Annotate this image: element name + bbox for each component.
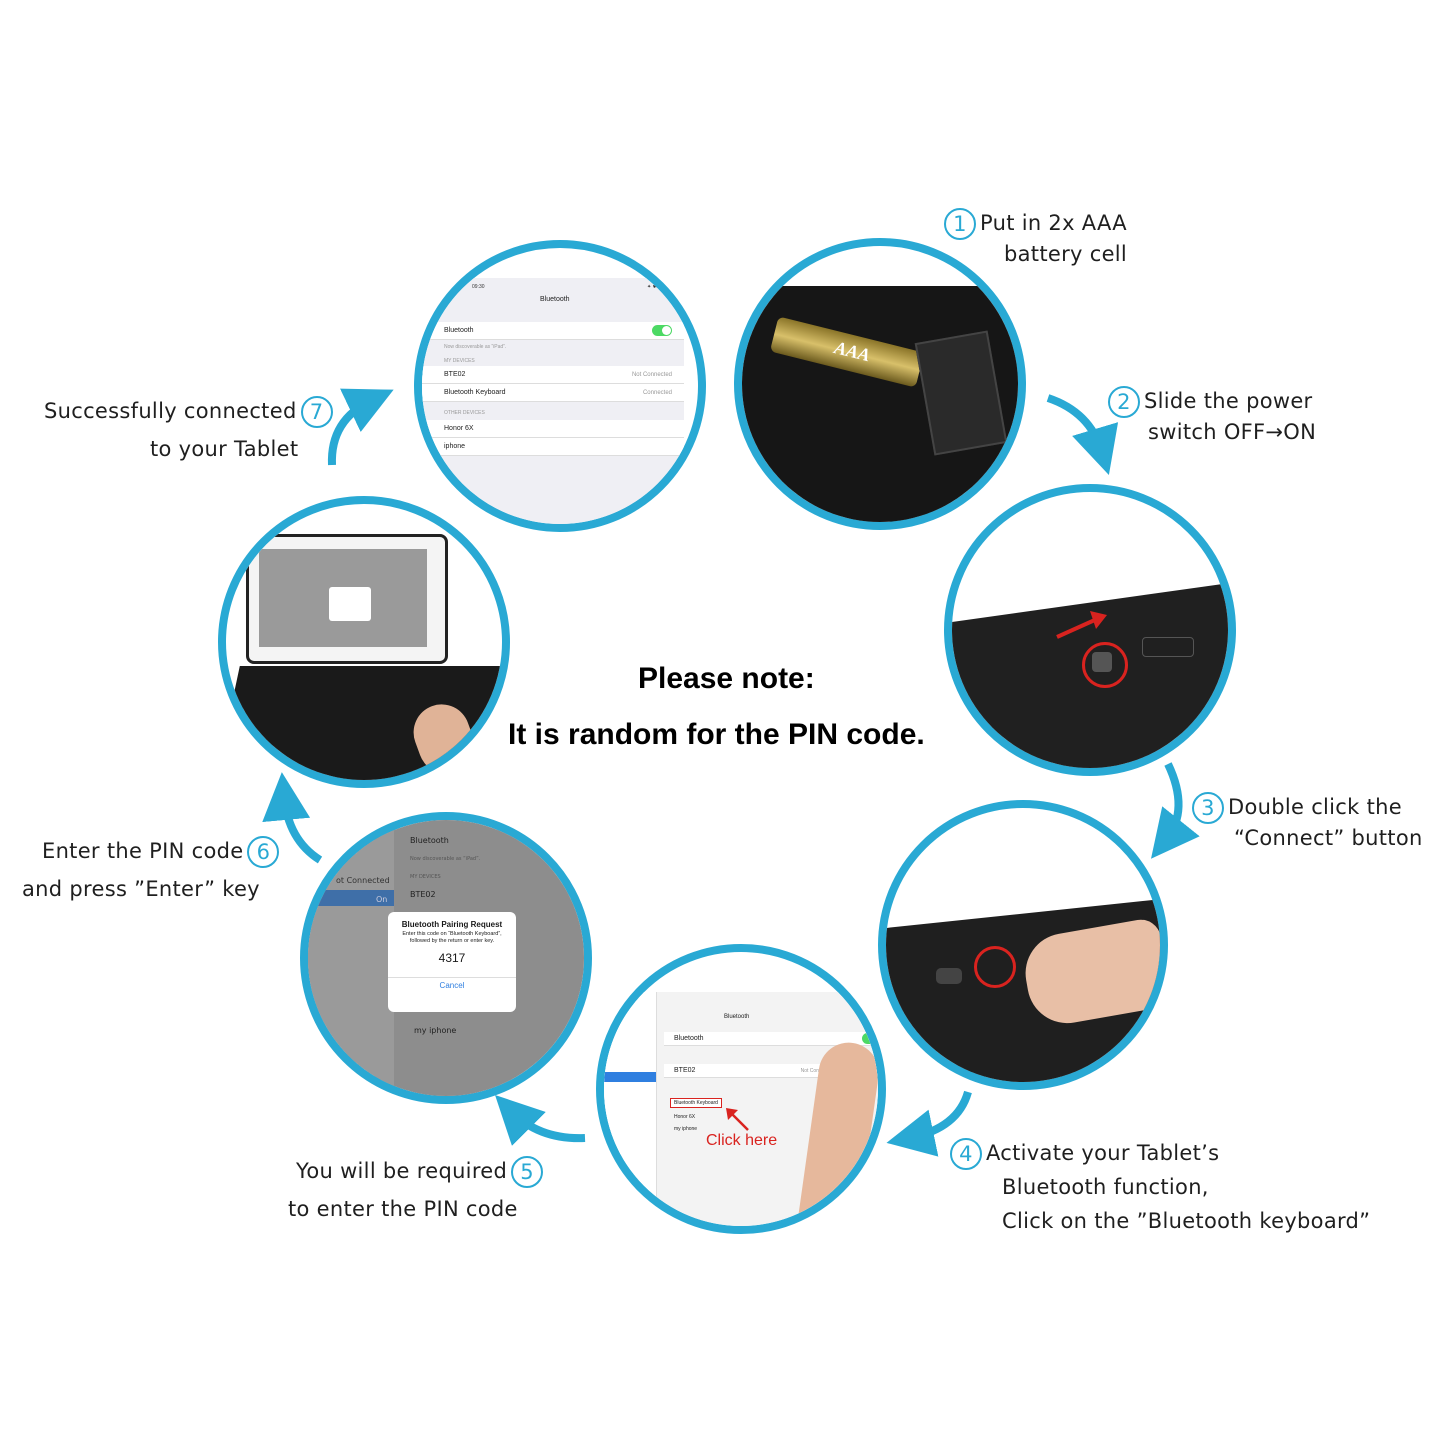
step3-connect-image <box>878 800 1168 1090</box>
other-device-row[interactable]: iphone <box>422 438 684 456</box>
bt-toggle-row[interactable]: Bluetooth <box>422 322 684 340</box>
red-arrow-icon <box>726 1108 749 1131</box>
bt-toggle[interactable] <box>862 1033 878 1044</box>
arrow-2-to-3 <box>1151 762 1200 859</box>
step-number-1: 1 <box>944 208 976 240</box>
note-text: It is random for the PIN code. <box>508 718 925 751</box>
bt-header: Bluetooth <box>410 836 449 845</box>
arrow-3-to-4 <box>886 1090 972 1157</box>
other-device-2[interactable]: my iphone <box>674 1126 698 1132</box>
pin-code: 4317 <box>438 951 466 965</box>
cancel-button[interactable]: Cancel <box>388 977 516 990</box>
switch-highlight-ring <box>1082 642 1128 688</box>
other-device-row[interactable]: Honor 6X <box>422 420 684 438</box>
red-arrow-icon <box>1056 611 1107 639</box>
step2-switch-image <box>944 484 1236 776</box>
step-number-7: 7 <box>300 396 333 428</box>
power-switch <box>1092 652 1112 672</box>
pairing-dialog <box>329 587 371 621</box>
step-number-2: 2 <box>1108 386 1140 418</box>
bt-title: Bluetooth <box>540 296 570 303</box>
other-device-1[interactable]: Honor 6X <box>674 1114 696 1120</box>
tablet-image <box>246 534 448 664</box>
connect-highlight-ring <box>974 946 1016 988</box>
step1-battery-image: AAA <box>734 238 1026 530</box>
step-number-5: 5 <box>511 1156 544 1188</box>
step6-keyboard-image <box>218 496 510 788</box>
step7-connected-image: 09:30 ✦ ✱ 11% Bluetooth Bluetooth Now di… <box>414 240 706 532</box>
step-number-4: 4 <box>950 1138 982 1170</box>
click-here-label: Click here <box>706 1132 778 1149</box>
bt-toggle-row[interactable]: Bluetooth <box>664 1032 878 1046</box>
step-number-6: 6 <box>247 836 280 868</box>
arrow-1-to-2 <box>1046 394 1119 475</box>
dialog-title: Bluetooth Pairing Request <box>401 920 503 929</box>
step-number-3: 3 <box>1192 792 1224 824</box>
bluetooth-keyboard-item[interactable]: Bluetooth Keyboard <box>670 1098 722 1108</box>
step5-pairing-image: ot Connected On Bluetooth Now discoverab… <box>300 812 592 1104</box>
power-switch <box>936 968 962 984</box>
arrow-4-to-5 <box>495 1095 586 1146</box>
note-title: Please note: <box>638 662 815 695</box>
connect-button <box>1142 637 1194 657</box>
pairing-dialog: Bluetooth Pairing Request Enter this cod… <box>388 912 516 1012</box>
bt-toggle[interactable] <box>652 325 672 336</box>
arrow-6-to-7 <box>327 388 394 466</box>
bt-title: Bluetooth <box>724 1014 750 1020</box>
